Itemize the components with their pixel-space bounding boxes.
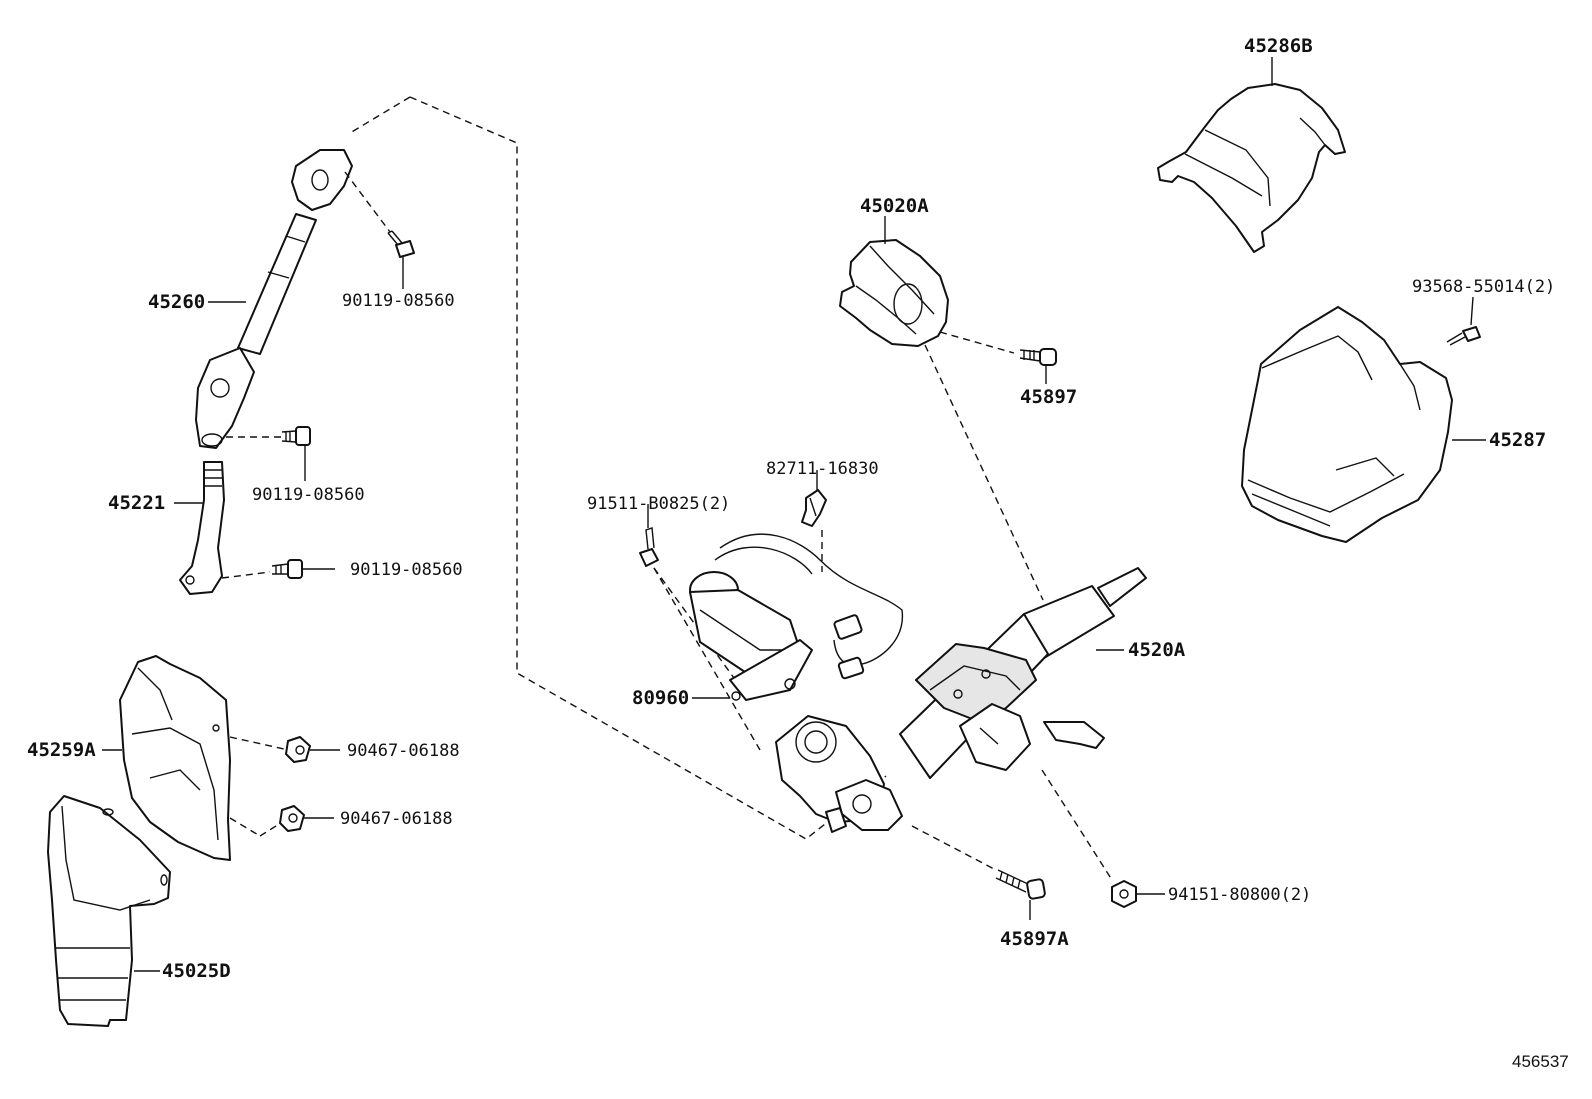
label-90119-b: 90119-08560	[252, 485, 365, 505]
label-90119-c: 90119-08560	[350, 560, 463, 580]
steering-boot-cover-45259A[interactable]	[119, 655, 231, 861]
bolt-45897[interactable]	[1019, 348, 1057, 366]
column-bracket-45020A[interactable]	[839, 239, 949, 347]
tilt-motor-80960[interactable]	[689, 533, 904, 701]
lower-shaft-45221[interactable]	[179, 461, 225, 595]
lower-column-cover[interactable]	[1241, 306, 1453, 543]
label-4520A: 4520A	[1128, 639, 1186, 661]
bolt-91511[interactable]	[639, 527, 659, 567]
label-90119-a: 90119-08560	[342, 291, 455, 311]
label-45020A: 45020A	[860, 195, 929, 217]
clip-90467-b[interactable]	[279, 805, 305, 832]
bolt-45897A[interactable]	[995, 869, 1046, 900]
label-45897: 45897	[1020, 386, 1077, 408]
label-91511: 91511-B0825(2)	[587, 494, 730, 514]
label-93568: 93568-55014(2)	[1412, 277, 1555, 297]
label-94151: 94151-80800(2)	[1168, 885, 1311, 905]
bolt-90119-a[interactable]	[387, 230, 415, 258]
label-45221: 45221	[108, 492, 165, 514]
bolt-90119-c[interactable]	[271, 559, 303, 579]
label-90467-b: 90467-06188	[340, 809, 453, 829]
label-45025D: 45025D	[162, 960, 231, 982]
wire-clamp-82711[interactable]	[801, 489, 827, 527]
label-45287: 45287	[1489, 429, 1546, 451]
diagram-reference-number: 456537	[1512, 1052, 1569, 1071]
bolt-90119-b[interactable]	[281, 426, 311, 446]
label-45897A: 45897A	[1000, 928, 1069, 950]
label-82711: 82711-16830	[766, 459, 879, 479]
label-45259A: 45259A	[27, 739, 96, 761]
label-80960: 80960	[632, 687, 689, 709]
steering-column-assembly-4520A[interactable]	[775, 567, 1147, 833]
column-hole-cover-45025D[interactable]	[47, 795, 171, 1027]
nut-94151[interactable]	[1111, 880, 1137, 908]
label-90467-a: 90467-06188	[347, 741, 460, 761]
upper-column-cover[interactable]	[1157, 83, 1346, 253]
intermediate-shaft-45260[interactable]	[195, 149, 353, 449]
screw-93568[interactable]	[1446, 326, 1481, 346]
label-45260: 45260	[148, 291, 205, 313]
clip-90467-a[interactable]	[285, 736, 311, 763]
label-45286B: 45286B	[1244, 35, 1313, 57]
assembly-group-outline-top	[349, 96, 411, 134]
